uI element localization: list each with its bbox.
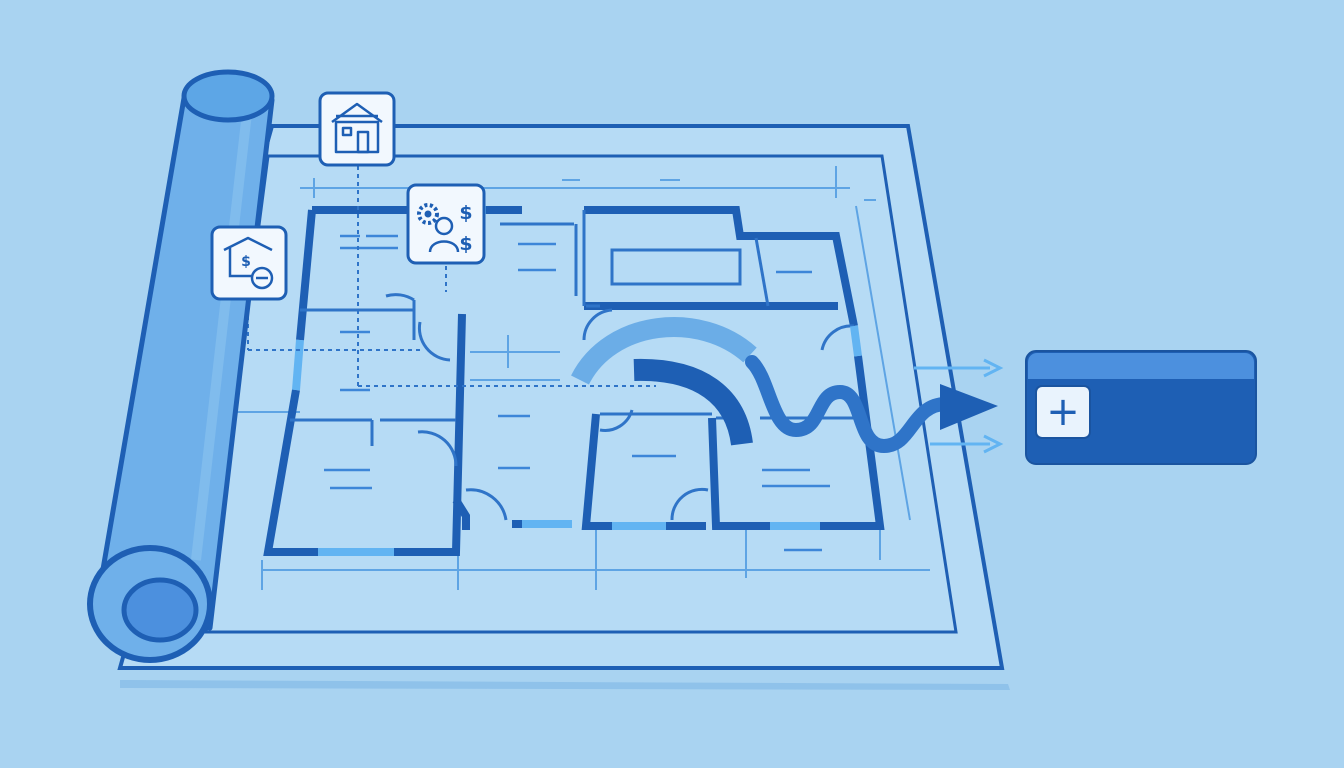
blueprint-roll [87, 69, 275, 663]
wave-arrow-head [940, 384, 998, 430]
dollar-bottom: $ [459, 233, 472, 255]
room-dimension-marks [324, 234, 830, 552]
add-panel[interactable]: + [1025, 350, 1257, 465]
dollar-top: $ [459, 202, 472, 224]
gear-person-dollar-icon: $ $ [417, 202, 473, 255]
plus-icon: + [1046, 389, 1080, 435]
speed-arrows [914, 358, 1004, 454]
sheet-shadow [120, 680, 1010, 690]
floor-plan [263, 206, 885, 556]
roll-end-inner [121, 577, 199, 643]
blueprint-sheet [117, 124, 1010, 690]
outer-walls [263, 206, 885, 556]
finance-badge: $ $ [406, 183, 486, 265]
wave-arrow-shaft [745, 355, 953, 454]
house-badge [318, 91, 396, 167]
counter [610, 248, 742, 286]
door-swings [385, 293, 855, 521]
cost-badge: $ [210, 225, 288, 301]
house-dollar-minus-icon: $ [223, 236, 274, 290]
dark-arc-arrow [633, 358, 753, 446]
guide-lines [236, 166, 930, 590]
roll-top-cap [181, 69, 275, 123]
flow-arrows [571, 317, 1004, 454]
dollar-sign: $ [241, 254, 251, 270]
add-button[interactable]: + [1035, 385, 1091, 439]
house-icon [331, 102, 383, 154]
light-arc-arrow [571, 317, 757, 385]
inner-walls [290, 210, 862, 446]
